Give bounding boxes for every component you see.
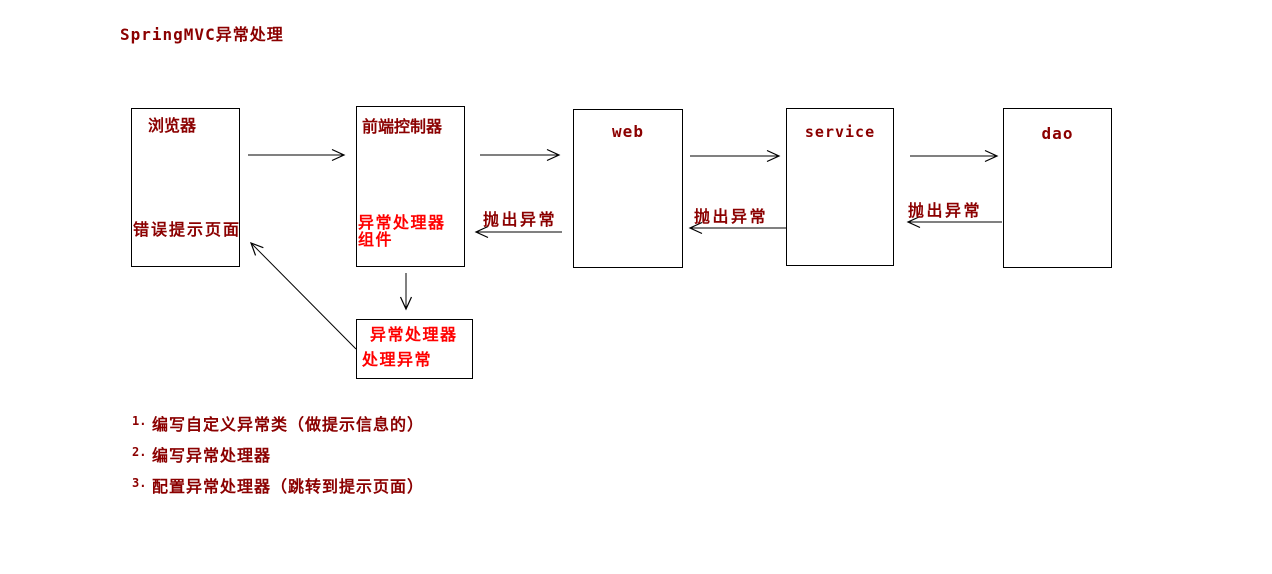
arrow-handler-to-browser <box>249 241 357 350</box>
web-box: web <box>573 109 683 268</box>
note-number: 2. <box>132 445 147 459</box>
note-text: 编写异常处理器 <box>152 448 272 465</box>
service-label: service <box>804 123 876 141</box>
front-controller-label: 前端控制器 <box>362 119 443 136</box>
dao-box: dao <box>1003 108 1112 268</box>
exception-handler-box: 异常处理器 处理异常 <box>356 319 473 379</box>
browser-label: 浏览器 <box>148 118 197 135</box>
error-page-label: 错误提示页面 <box>133 222 242 239</box>
exception-component-label-line2: 组件 <box>358 232 394 249</box>
throw-exception-label-web: 抛出异常 <box>483 212 558 229</box>
note-text: 编写自定义异常类（做提示信息的） <box>152 417 425 434</box>
note-number: 3. <box>132 476 147 490</box>
dao-label: dao <box>1041 124 1074 143</box>
exception-handler-label-line1: 异常处理器 <box>370 327 458 344</box>
page-title: SpringMVC异常处理 <box>120 25 284 44</box>
note-text: 配置异常处理器（跳转到提示页面） <box>152 479 425 496</box>
exception-component-label-line1: 异常处理器 <box>358 215 446 232</box>
exception-handler-label-line2: 处理异常 <box>362 352 433 369</box>
throw-exception-label-dao: 抛出异常 <box>908 203 983 220</box>
web-label: web <box>612 122 644 141</box>
throw-exception-label-service: 抛出异常 <box>694 209 769 226</box>
note-number: 1. <box>132 414 147 428</box>
browser-box: 浏览器 错误提示页面 <box>131 108 240 267</box>
service-box: service <box>786 108 894 266</box>
front-controller-box: 前端控制器 异常处理器 组件 <box>356 106 465 267</box>
